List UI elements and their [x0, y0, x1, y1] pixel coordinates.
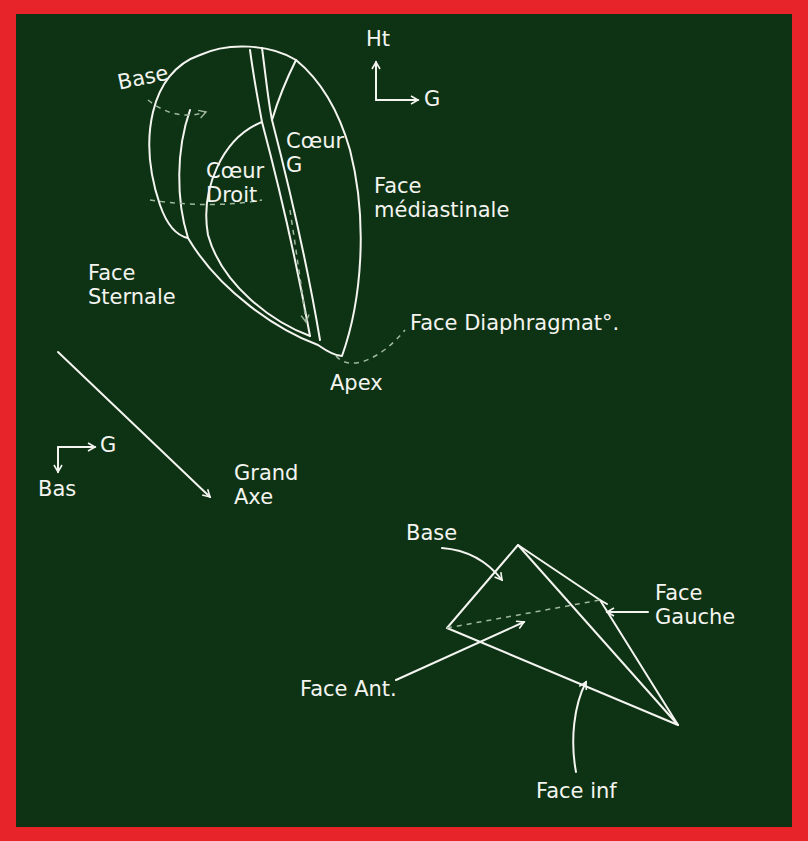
part-name: Base	[406, 522, 457, 546]
part-name: Cœur G	[286, 130, 348, 177]
axis-label: Ht	[366, 28, 390, 52]
part-name: Face Ant.	[300, 678, 397, 702]
part-name: Face médiastinale	[374, 175, 524, 222]
part-name: Apex	[330, 372, 383, 396]
part-name: Face Diaphragmat°.	[410, 312, 619, 336]
axis-label: G	[424, 88, 440, 112]
axis-label: Bas	[38, 478, 76, 502]
axis-label: G	[100, 434, 116, 458]
part-name: Cœur Droit	[206, 160, 268, 207]
chalkboard	[16, 14, 792, 827]
axis-name: Grand Axe	[234, 462, 324, 509]
part-name: Face Gauche	[655, 582, 775, 629]
part-name: Face inf	[536, 780, 617, 804]
part-name: Face Sternale	[88, 262, 208, 309]
